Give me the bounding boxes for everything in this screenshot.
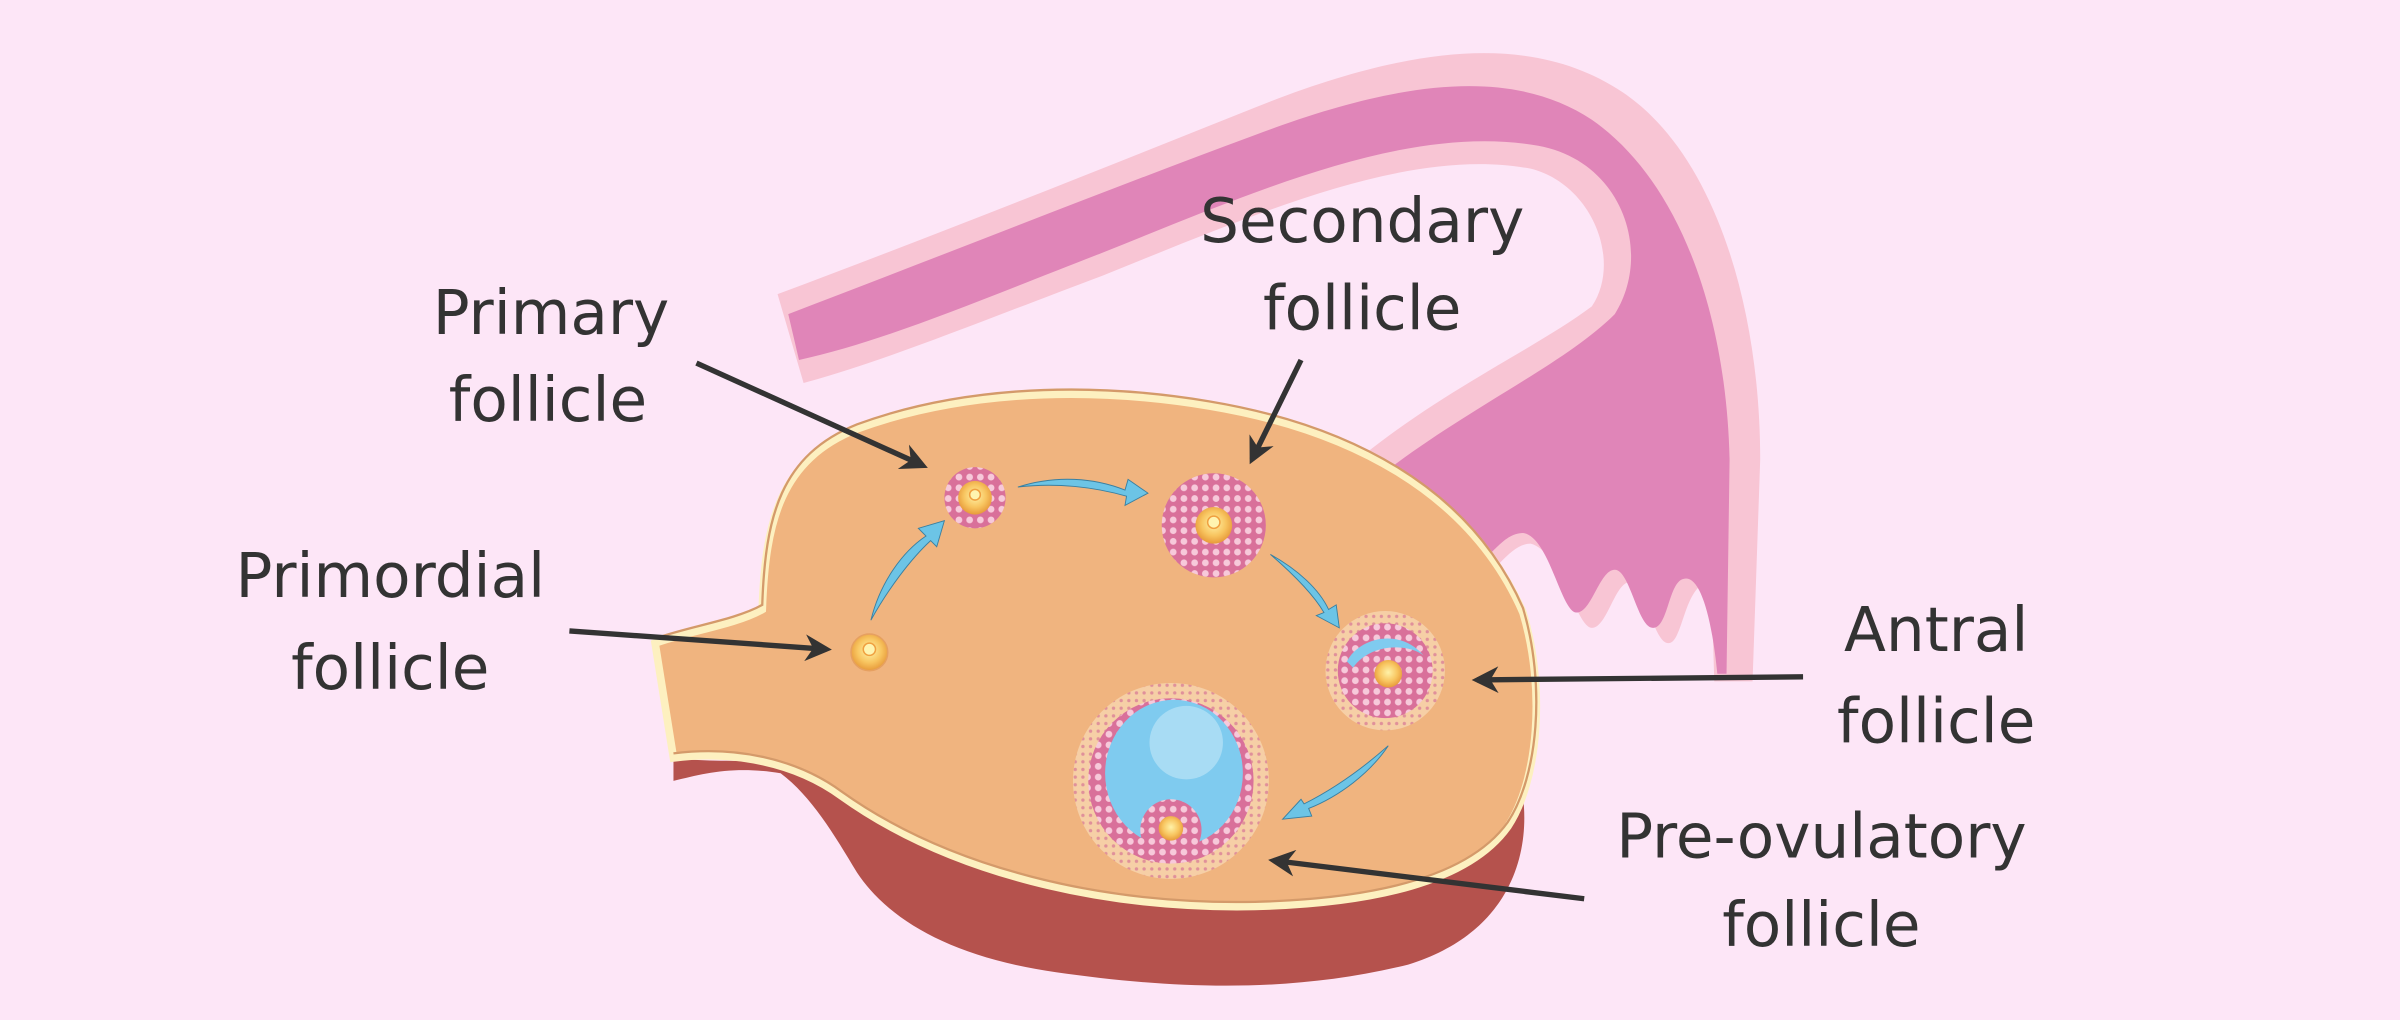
antral-label-line2: follicle bbox=[1837, 687, 2035, 758]
progress-arrow-4 bbox=[1281, 745, 1389, 820]
progression-arrows bbox=[870, 478, 1389, 820]
preovulatory-label-line1: Pre-ovulatory bbox=[1616, 801, 2026, 872]
progress-arrow-1 bbox=[870, 520, 946, 621]
primary-follicle bbox=[944, 467, 1006, 529]
secondary-pointer-arrow bbox=[1249, 358, 1304, 465]
fallopian-tube bbox=[777, 53, 1761, 682]
preovulatory-pointer-arrow bbox=[1268, 849, 1585, 902]
primary-label-line2: follicle bbox=[449, 365, 647, 436]
ovary-outline bbox=[654, 388, 1538, 904]
progress-arrow-2 bbox=[1017, 478, 1149, 507]
secondary-follicle bbox=[1161, 473, 1266, 578]
progress-arrow-3 bbox=[1270, 553, 1340, 629]
preovulatory-label-line2: follicle bbox=[1722, 890, 1920, 961]
primordial-follicle bbox=[850, 633, 889, 672]
primary-label-line1: Primary bbox=[433, 278, 670, 349]
ovary-cut-surface bbox=[673, 757, 1525, 986]
antral-pointer-arrow bbox=[1471, 666, 1804, 694]
ovary bbox=[650, 390, 1541, 911]
secondary-label-line1: Secondary bbox=[1200, 186, 1524, 257]
secondary-label-line2: follicle bbox=[1263, 273, 1461, 344]
tube-inner-layer bbox=[788, 86, 1730, 674]
antral-label-line1: Antral bbox=[1844, 595, 2028, 666]
pre-ovulatory-follicle bbox=[1072, 682, 1269, 879]
primordial-label-line1: Primordial bbox=[236, 541, 546, 612]
primordial-label-line2: follicle bbox=[291, 633, 489, 704]
primary-pointer-arrow bbox=[695, 360, 928, 469]
antral-follicle bbox=[1325, 611, 1445, 731]
primordial-pointer-arrow bbox=[569, 628, 832, 662]
pointer-arrows bbox=[569, 358, 1804, 902]
